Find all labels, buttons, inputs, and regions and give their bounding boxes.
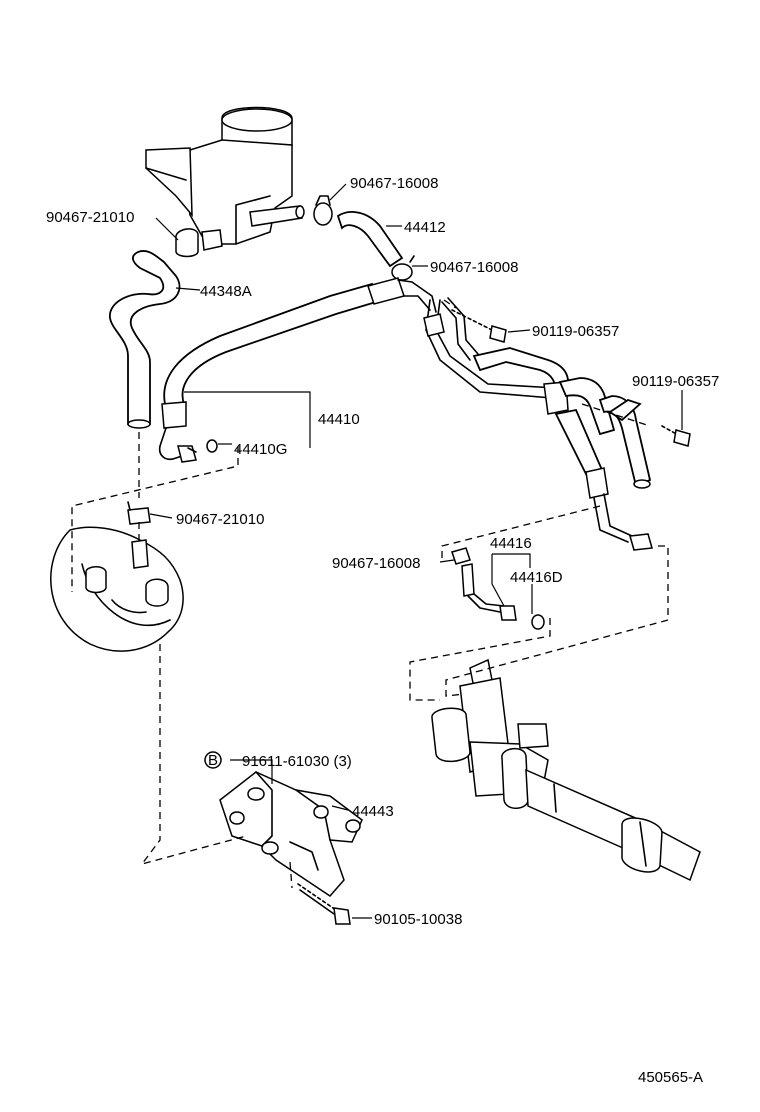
bolt-upper [451, 309, 507, 343]
label-bolt-upper: 90119-06357 [532, 323, 619, 340]
pump-bracket [219, 771, 363, 897]
label-clamp-top-left: 90467-21010 [46, 209, 134, 226]
pressure-hose-assembly [158, 277, 437, 463]
steering-gear-rack [431, 658, 701, 882]
label-bolt-right: 90119-06357 [632, 373, 719, 390]
reservoir-tank [145, 106, 305, 258]
label-clamp-mid: 90467-16008 [430, 259, 518, 276]
label-hose-reservoir: 44412 [404, 219, 446, 236]
leader-lines [149, 183, 683, 919]
label-bracket: 44443 [352, 803, 394, 820]
o-ring-tube [206, 439, 218, 453]
label-bolt-bracket: 91611-61030 (3) [242, 753, 352, 770]
hose-clamp-mid [391, 255, 415, 281]
gear-line-44416 [451, 547, 517, 621]
label-clamp-pump: 90467-21010 [176, 511, 264, 528]
part-labels: 90467-16008 90467-21010 44412 90467-1600… [46, 175, 719, 1086]
alignment-lines [71, 299, 669, 889]
o-ring-gear [531, 614, 545, 630]
hose-clamp-upper [313, 195, 333, 226]
gear-line-tubes [423, 297, 653, 551]
label-figure-id: 450565-A [638, 1069, 703, 1086]
bolt-marker-circle [204, 751, 222, 769]
reservoir-hose [336, 211, 404, 268]
label-hose-return: 44348A [200, 283, 252, 300]
return-hose [109, 250, 181, 429]
label-clamp-top-right: 90467-16008 [350, 175, 438, 192]
hose-clamp-pump [127, 501, 151, 525]
label-gasket-tube: 44410G [234, 441, 287, 458]
bolt-right [661, 425, 691, 447]
label-gasket-gear: 44416D [510, 569, 563, 586]
label-bolt-marker: B [208, 752, 218, 769]
label-clamp-gear: 90467-16008 [332, 555, 420, 572]
bolt-lower [297, 883, 351, 925]
label-pressure-tube: 44410 [318, 411, 360, 428]
label-bolt-lower: 90105-10038 [374, 911, 462, 928]
label-tube-gear: 44416 [490, 535, 532, 552]
power-steering-pump [50, 526, 184, 652]
